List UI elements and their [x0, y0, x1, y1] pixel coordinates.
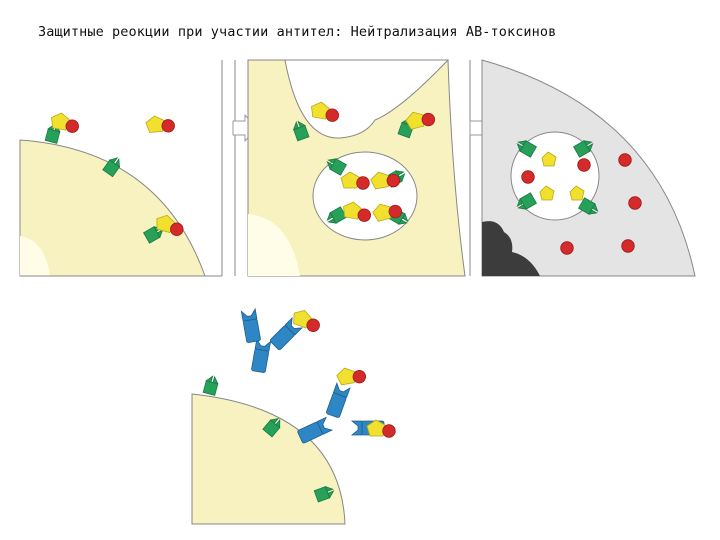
antibody-icon [240, 307, 324, 374]
toxin-release-panel [481, 59, 696, 277]
antibody-neutralization-panel [191, 307, 396, 525]
step-arrow-1 [232, 60, 258, 276]
antibody-icon [296, 364, 396, 445]
endocytosis-panel [247, 59, 466, 277]
toxin-binding-panel [19, 60, 223, 277]
slide-title: Защитные реокции при участии антител: Не… [38, 24, 557, 40]
step-arrow-2 [469, 60, 495, 276]
